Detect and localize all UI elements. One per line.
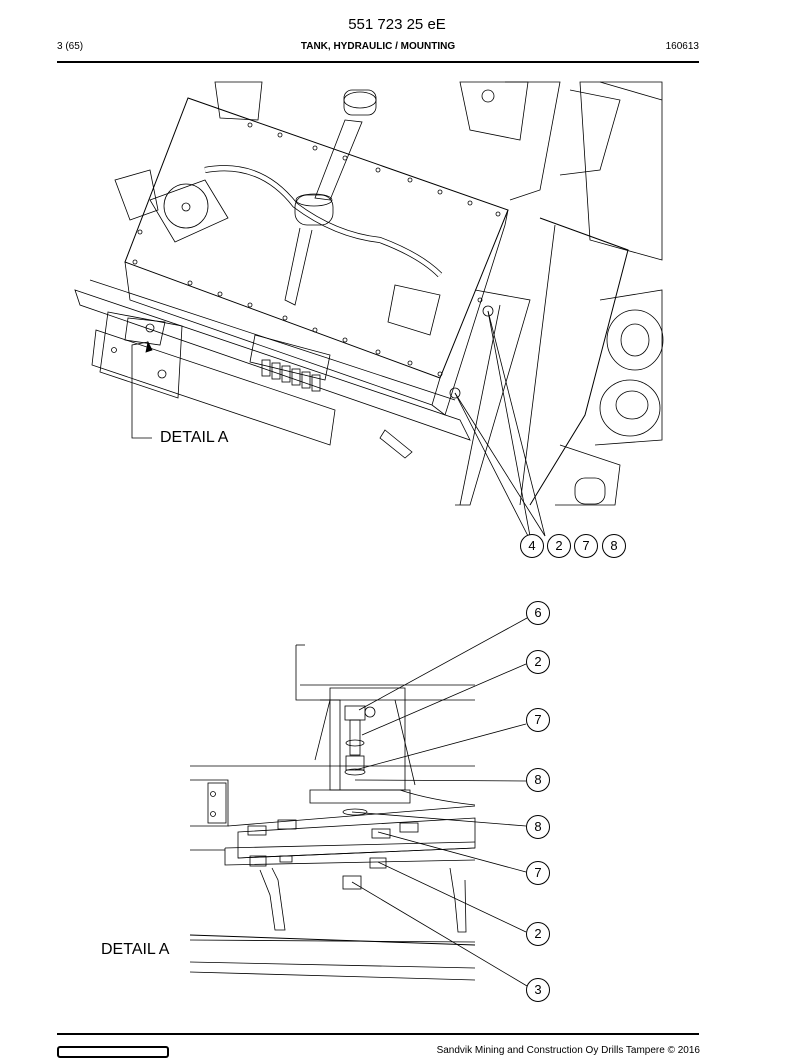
page-title: TANK, HYDRAULIC / MOUNTING bbox=[300, 41, 456, 52]
page-number: 3 (65) bbox=[57, 41, 84, 52]
callout-7: 7 bbox=[526, 861, 550, 885]
revision-date: 160613 bbox=[665, 41, 699, 52]
callout-7: 7 bbox=[574, 534, 598, 558]
company-logo bbox=[57, 1046, 169, 1058]
detail-a-view bbox=[189, 617, 528, 987]
callout-6: 6 bbox=[526, 601, 550, 625]
header-rule bbox=[57, 61, 699, 63]
detail-a-label-bottom: DETAIL A bbox=[101, 941, 170, 958]
upper-assembly-view bbox=[74, 81, 664, 537]
callout-2: 2 bbox=[526, 922, 550, 946]
callout-7: 7 bbox=[526, 708, 550, 732]
callout-2: 2 bbox=[526, 650, 550, 674]
callout-2: 2 bbox=[547, 534, 571, 558]
callout-8: 8 bbox=[526, 815, 550, 839]
footer-rule bbox=[57, 1033, 699, 1035]
detail-a-label-top: DETAIL A bbox=[160, 429, 229, 446]
footer-copyright: Sandvik Mining and Construction Oy Drill… bbox=[436, 1045, 700, 1056]
callout-3: 3 bbox=[526, 978, 550, 1002]
callout-8: 8 bbox=[602, 534, 626, 558]
callout-4: 4 bbox=[520, 534, 544, 558]
document-number: 551 723 25 eE bbox=[348, 16, 446, 33]
callout-8: 8 bbox=[526, 768, 550, 792]
